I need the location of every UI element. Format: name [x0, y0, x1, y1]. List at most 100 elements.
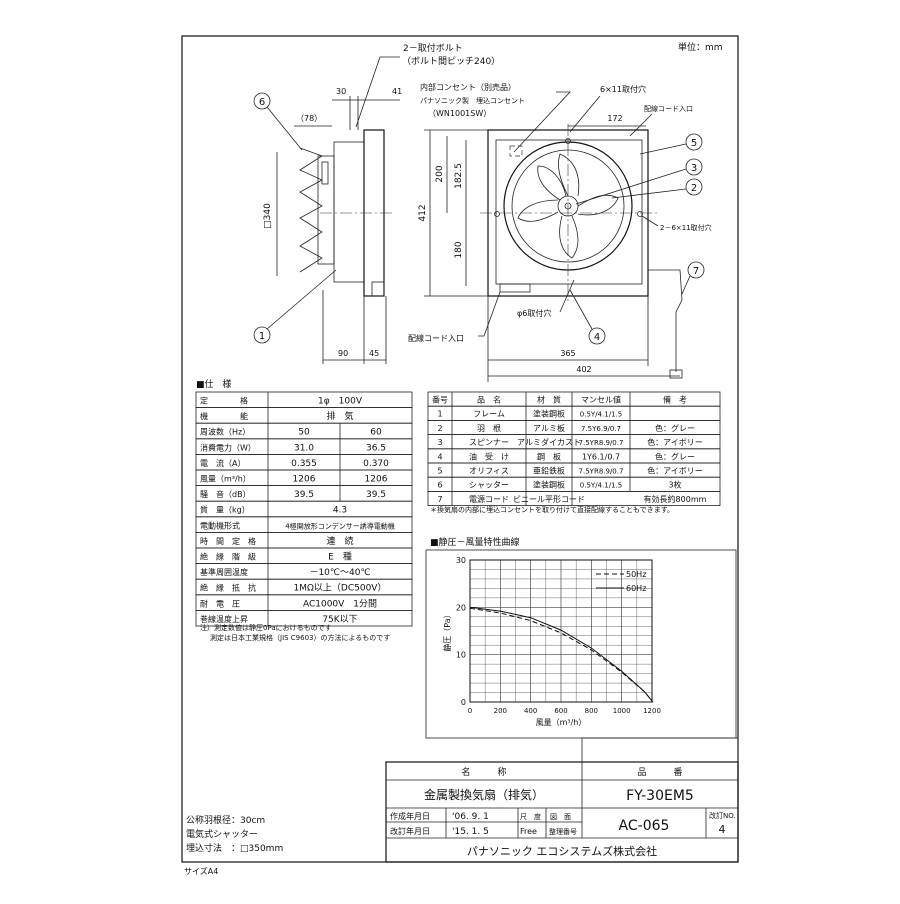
spec-value: －10℃～40℃: [309, 568, 370, 578]
bottom-slot: [499, 283, 531, 293]
hole-2-6x11: 2－6×11取付穴: [660, 223, 712, 232]
series-line-60Hz: [469, 606, 654, 703]
x-tick-label: 800: [585, 707, 598, 715]
y-tick-label: 20: [456, 603, 466, 612]
callout-2-leader: [611, 188, 687, 199]
spec-label: 消費電力（W）: [200, 442, 256, 452]
title-block-frame: [385, 761, 739, 863]
plot-area: [469, 559, 653, 703]
parts-cell: 塗装鋼板: [533, 480, 565, 490]
cord-entry-bottom: 配線コード入口: [408, 333, 464, 343]
spec-note-2: 測定は日本工業規格（JIS C9603）の方法によるものです: [210, 633, 390, 642]
spec-label: 質 量（kg）: [200, 505, 250, 515]
model-header: 品 番: [637, 766, 682, 778]
spec-label: 定 格: [200, 396, 248, 406]
spec-value-60hz: 60: [370, 428, 382, 438]
spec-label: 電動機形式: [200, 520, 240, 530]
parts-cell: オリフィス: [469, 467, 509, 476]
callout-4-leader: [569, 289, 593, 330]
y-axis-label: 静圧（Pa）: [442, 610, 452, 651]
dim-340: □340: [263, 203, 273, 229]
front-orifice-outline: [495, 139, 643, 285]
spec-label: 絶 縁 抵 抗: [200, 583, 256, 593]
spec-row: [195, 610, 413, 627]
shutter-blades: [299, 147, 323, 273]
frame-body: [333, 141, 365, 283]
note-shutter: 電気式シャッター: [186, 828, 258, 840]
spec-value-50hz: 0.355: [291, 459, 317, 469]
spec-label: 周波数（Hz）: [200, 427, 250, 437]
parts-cell: 0.5Y/4.1/1.5: [580, 482, 622, 490]
hole-6x11-leader: [569, 95, 601, 133]
spec-value: E 種: [328, 552, 352, 563]
product-model: FY-30EM5: [626, 788, 694, 804]
parts-cell: 色：グレー: [655, 423, 695, 433]
revised-date: '15. 1. 5: [452, 827, 489, 837]
side-view: 2－取付ボルト （ボルト間ピッチ240） 30 41 （78） □340 90 …: [253, 43, 500, 364]
note-fan-size: 公称羽根径：30cm: [186, 814, 265, 826]
spec-label: 巻線温度上昇: [200, 614, 248, 624]
parts-header-cell: マンセル値: [581, 395, 621, 405]
spec-label: 基準周囲温度: [200, 567, 248, 577]
callout-5-leader: [639, 143, 687, 155]
parts-cell: スピンナー: [469, 438, 509, 447]
dim-45: 45: [369, 349, 379, 358]
company-name: パナソニック エコシステムズ株式会社: [467, 844, 657, 858]
cord-entry-bottom-leader: [478, 291, 501, 337]
fan-blade: [537, 165, 567, 201]
x-tick-label: 1200: [643, 707, 661, 715]
parts-header-cell: 番号: [432, 395, 448, 405]
spec-value: 連 続: [326, 535, 353, 547]
dim-412: 412: [418, 204, 428, 221]
drawing-no-label: 整理番号: [549, 827, 577, 836]
parts-cell: 7.5YR8.9/0.7: [579, 439, 624, 447]
x-axis-label: 風量（m³/h）: [536, 718, 587, 727]
callout-4-label: 4: [594, 332, 600, 343]
y-tick-label: 0: [461, 698, 466, 707]
parts-cell: 1Y6.1/0.7: [582, 452, 620, 461]
callout-6-label: 6: [259, 97, 265, 108]
spec-label: 絶 縁 階 級: [200, 552, 256, 562]
callout-3-label: 3: [691, 163, 697, 174]
name-header: 名 称: [461, 766, 506, 778]
parts-cell: 油 受 け: [469, 451, 509, 461]
series-line-50Hz: [469, 607, 654, 703]
product-name: 金属製換気扇（排気）: [424, 787, 544, 802]
callout-6-leader: [266, 106, 303, 151]
shutter-housing: [317, 155, 335, 265]
spec-label: 機 能: [200, 411, 248, 421]
power-cord: [648, 269, 683, 372]
parts-cell: 羽 根: [477, 423, 501, 433]
parts-cell: 色：アイボリー: [647, 437, 703, 447]
callout-6: [253, 92, 271, 110]
hole-6x11: 6×11取付穴: [600, 84, 646, 94]
spec-label: 電 流（A）: [200, 458, 245, 468]
parts-cell: 2: [437, 424, 442, 433]
parts-row: [427, 490, 721, 506]
parts-cell: 亜鉛鉄板: [533, 466, 565, 476]
fan-blade: [517, 199, 559, 222]
bolt-pitch: （ボルト間ピッチ240）: [402, 56, 500, 67]
dim-402: 402: [576, 365, 591, 374]
callout-1: [253, 326, 271, 344]
parts-cell: 0.5Y/4.1/1.5: [580, 411, 622, 419]
parts-cell: アルミ板: [533, 423, 565, 433]
mount-hole: [494, 211, 500, 217]
parts-cell: アルミダイカスト: [517, 437, 581, 447]
dim-78: （78）: [296, 114, 322, 123]
callout-2: [685, 178, 703, 196]
spec-label: 耐 電 圧: [200, 598, 240, 608]
parts-cell: 7.5Y6.9/0.7: [581, 425, 621, 433]
bolt-label: 2－取付ボルト: [403, 43, 463, 54]
spec-value-60hz: 1206: [365, 475, 388, 485]
spec-value: 1φ 100V: [318, 397, 363, 407]
outlet-maker: パナソニック製 埋込コンセント: [420, 96, 525, 105]
spec-value: 排 気: [326, 410, 353, 422]
spec-value-50hz: 50: [298, 428, 310, 438]
parts-cell: 電源コード: [469, 495, 509, 504]
callout-5-label: 5: [691, 138, 697, 149]
parts-cell: 3枚: [668, 480, 681, 490]
